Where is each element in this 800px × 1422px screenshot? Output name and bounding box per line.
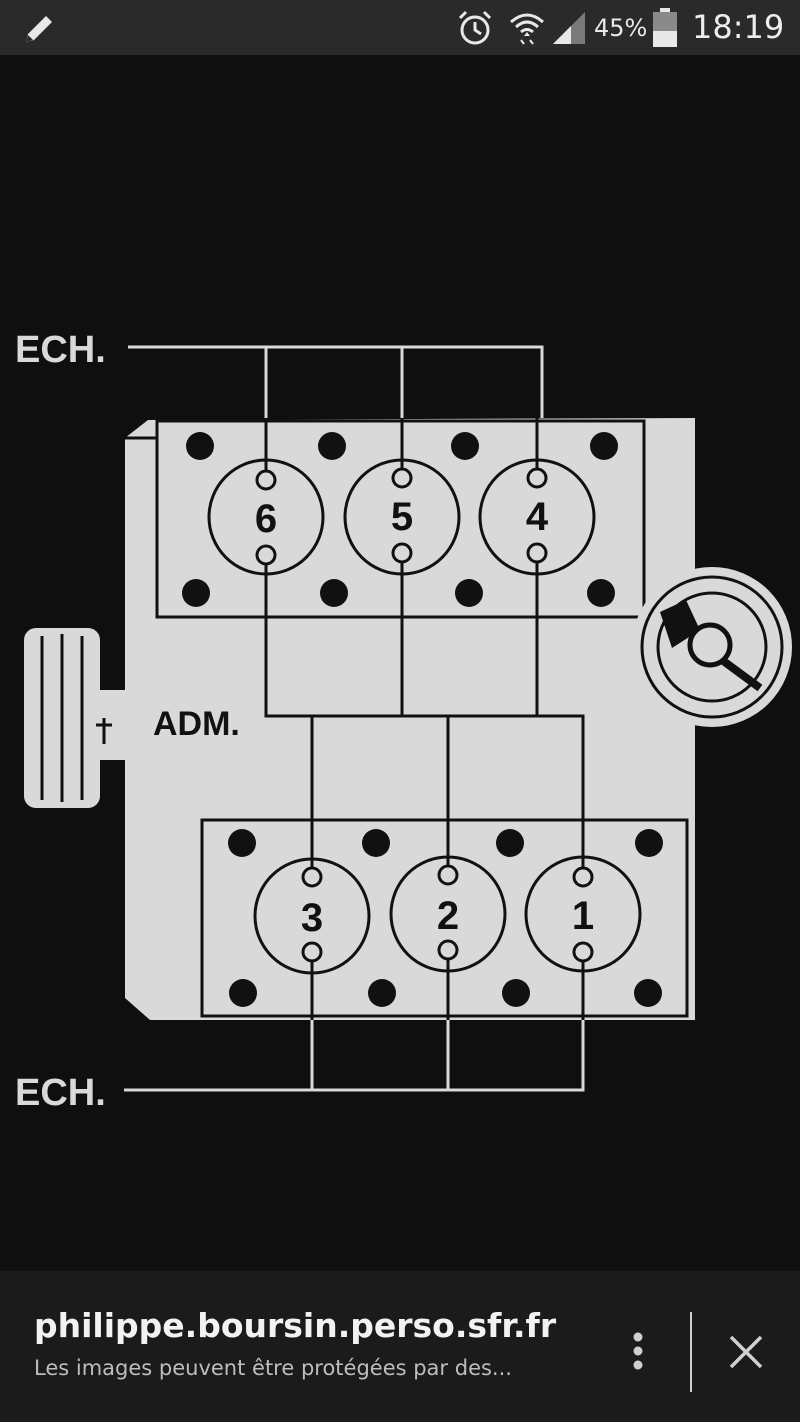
wifi-icon [510, 13, 544, 45]
intake-lines [264, 562, 585, 868]
clock: 18:19 [692, 8, 785, 46]
battery-percent: 45% [594, 14, 648, 42]
cylinder-number: 6 [255, 497, 277, 541]
bolt-holes [182, 432, 663, 1007]
alarm-icon [458, 10, 492, 45]
exhaust-lines-bottom [124, 1020, 585, 1092]
status-bar: 45% 18:19 [0, 0, 800, 55]
signal-icon [553, 12, 585, 44]
close-icon[interactable] [728, 1334, 764, 1370]
source-bar[interactable] [0, 1271, 800, 1422]
engine-firing-diagram: ECH. ECH. ADM. 6 5 4 3 2 1 [15, 329, 792, 1114]
edit-icon [26, 16, 52, 42]
cylinder-number: 2 [437, 894, 459, 938]
exhaust-label-bottom: ECH. [15, 1072, 106, 1114]
cylinder-number: 1 [572, 894, 594, 938]
cylinder-number: 5 [391, 495, 413, 539]
exhaust-label-top: ECH. [15, 329, 106, 371]
divider [690, 1312, 692, 1392]
copyright-notice: Les images peuvent être protégées par de… [34, 1356, 512, 1380]
valve-ports [255, 467, 594, 963]
distributor [632, 567, 792, 727]
lower-head [200, 818, 689, 1018]
image-viewer[interactable]: ECH. ECH. ADM. 6 5 4 3 2 1 [0, 55, 800, 1271]
cylinder-number: 4 [526, 495, 549, 539]
more-options-icon[interactable] [624, 1330, 652, 1372]
battery-icon [653, 8, 677, 47]
cylinder-number: 3 [301, 896, 323, 940]
exhaust-lines-top [128, 345, 544, 418]
crank-pulley [24, 628, 126, 808]
source-domain-link[interactable]: philippe.boursin.perso.sfr.fr [34, 1306, 557, 1345]
intake-label: ADM. [153, 705, 240, 743]
